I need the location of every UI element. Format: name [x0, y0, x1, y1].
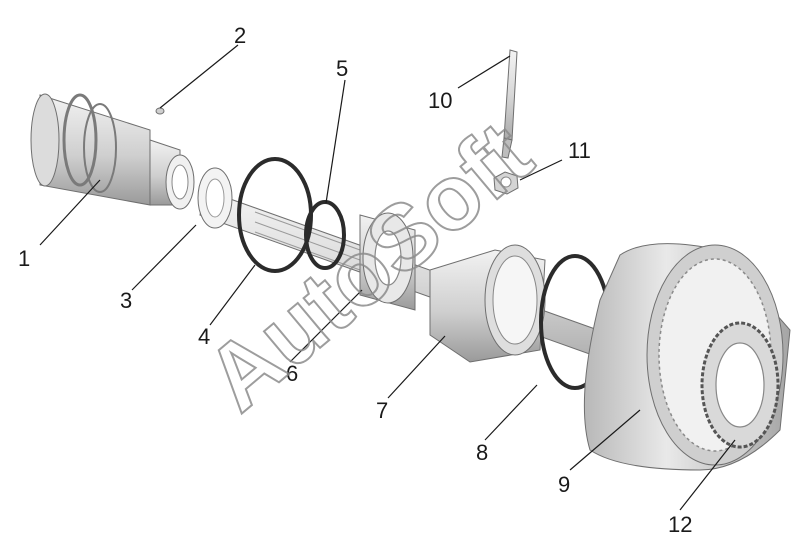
part-10-bolt	[501, 49, 518, 159]
leader-2	[159, 44, 239, 109]
leader-5	[325, 79, 346, 204]
leader-11	[519, 159, 563, 181]
callout-5: 5	[336, 56, 348, 81]
leader-3	[131, 224, 197, 291]
callout-1: 1	[18, 246, 30, 271]
part-5-snap-ring	[304, 200, 346, 270]
callout-8: 8	[476, 440, 488, 465]
leader-6	[289, 289, 363, 363]
part-12-splined-hub	[700, 321, 780, 449]
leader-9	[569, 409, 641, 471]
part-1-coupling-sleeve	[30, 93, 195, 210]
callout-9: 9	[558, 472, 570, 497]
callout-10: 10	[428, 88, 452, 113]
leader-1	[39, 179, 101, 246]
part-2-pin	[155, 107, 165, 115]
part-7-ring	[429, 244, 546, 363]
callout-12: 12	[668, 512, 692, 537]
leader-lines	[39, 44, 736, 511]
callout-7: 7	[376, 398, 388, 423]
callout-11: 11	[568, 138, 591, 163]
leader-10	[457, 55, 511, 89]
callout-labels: 1 2 3 4 5 6 7 8 9 10 11 12	[18, 23, 692, 537]
part-3-washer	[197, 167, 233, 229]
callout-2: 2	[234, 23, 246, 48]
part-6-bearing	[359, 212, 416, 311]
callout-4: 4	[198, 324, 210, 349]
leader-8	[484, 384, 538, 441]
part-11-nut	[493, 171, 519, 195]
leader-4	[209, 264, 256, 326]
callout-3: 3	[120, 288, 132, 313]
callout-6: 6	[286, 361, 298, 386]
leader-12	[679, 439, 736, 511]
leader-7	[387, 335, 446, 399]
